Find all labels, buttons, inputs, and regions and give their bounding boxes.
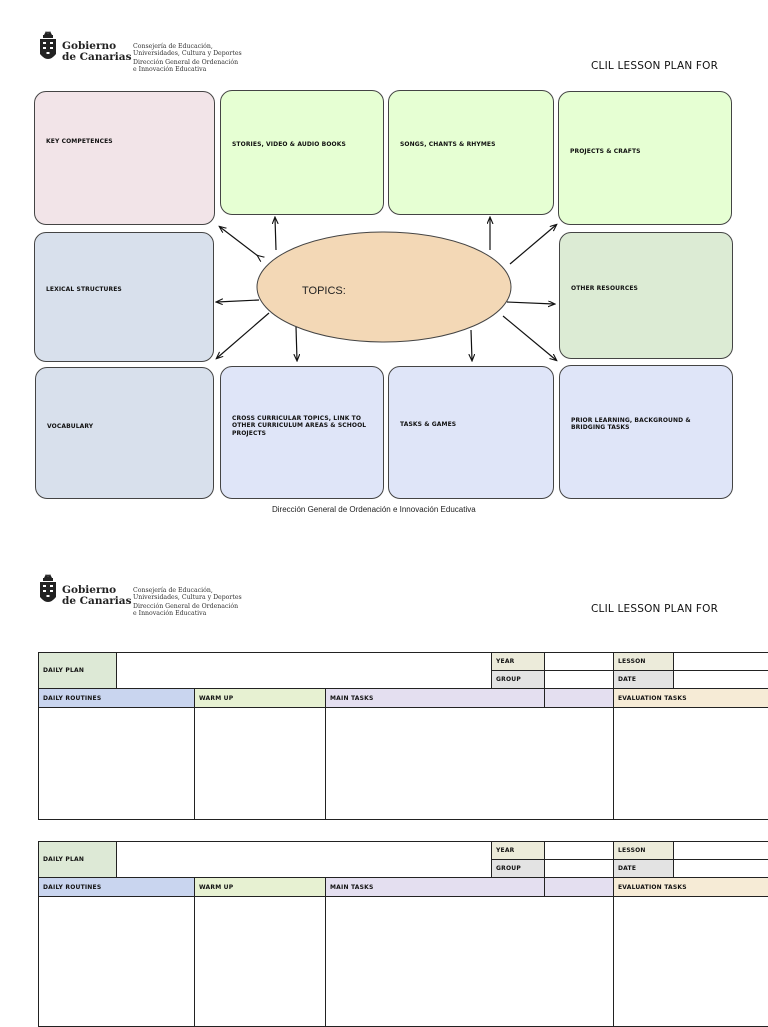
warm-up-header: WARM UP xyxy=(195,878,326,897)
arrow-stories xyxy=(275,218,276,250)
date-label: DATE xyxy=(614,860,674,878)
year-field[interactable] xyxy=(545,842,614,860)
arrow-lexical xyxy=(217,300,259,302)
lesson-field[interactable] xyxy=(674,653,768,671)
arrow-other-resources xyxy=(507,302,554,304)
year-field[interactable] xyxy=(545,653,614,671)
daily-plan-table: DAILY PLAN YEAR LESSON GROUP DATE DAILY … xyxy=(38,841,768,1027)
daily-routines-header: DAILY ROUTINES xyxy=(39,878,195,897)
gov-name-line2: de Canarias xyxy=(62,596,132,607)
date-field[interactable] xyxy=(674,860,768,878)
daily-plan-field[interactable] xyxy=(117,653,492,689)
warm-up-header: WARM UP xyxy=(195,689,326,708)
lesson-field[interactable] xyxy=(674,842,768,860)
arrow-vocabulary xyxy=(217,313,269,358)
arrow-tasks-games xyxy=(471,330,472,360)
main-tasks-header-cont xyxy=(545,878,614,897)
coat-of-arms-icon xyxy=(37,573,59,609)
topics-label: TOPICS: xyxy=(302,285,346,297)
dept-line4: e Innovación Educativa xyxy=(133,610,206,617)
lesson-label: LESSON xyxy=(614,842,674,860)
arrow-cross-curricular xyxy=(296,327,297,360)
arrow-prior-learning xyxy=(503,316,556,360)
mindmap-connectors xyxy=(0,0,768,520)
arrow-key-competences xyxy=(220,227,258,256)
dept-line2: Universidades, Cultura y Deportes xyxy=(133,594,242,601)
page-title: CLIL LESSON PLAN FOR xyxy=(591,603,718,615)
group-label: GROUP xyxy=(492,860,545,878)
daily-plan-field[interactable] xyxy=(117,842,492,878)
daily-plan-label: DAILY PLAN xyxy=(39,653,117,689)
group-label: GROUP xyxy=(492,671,545,689)
date-field[interactable] xyxy=(674,671,768,689)
daily-routines-field[interactable] xyxy=(39,897,195,1027)
group-field[interactable] xyxy=(545,860,614,878)
warm-up-field[interactable] xyxy=(195,708,326,820)
group-field[interactable] xyxy=(545,671,614,689)
arrow-projects xyxy=(510,225,556,264)
date-label: DATE xyxy=(614,671,674,689)
main-tasks-header-cont xyxy=(545,689,614,708)
main-tasks-field[interactable] xyxy=(326,708,614,820)
main-tasks-header: MAIN TASKS xyxy=(326,689,545,708)
daily-routines-header: DAILY ROUTINES xyxy=(39,689,195,708)
mindmap-footer: Dirección General de Ordenación e Innova… xyxy=(272,505,476,514)
topics-ellipse xyxy=(257,232,511,342)
year-label: YEAR xyxy=(492,653,545,671)
warm-up-field[interactable] xyxy=(195,897,326,1027)
lesson-label: LESSON xyxy=(614,653,674,671)
evaluation-tasks-header: EVALUATION TASKS xyxy=(614,689,768,708)
evaluation-tasks-field[interactable] xyxy=(614,897,768,1027)
evaluation-tasks-field[interactable] xyxy=(614,708,768,820)
daily-routines-field[interactable] xyxy=(39,708,195,820)
main-tasks-field[interactable] xyxy=(326,897,614,1027)
main-tasks-header: MAIN TASKS xyxy=(326,878,545,897)
daily-plan-table: DAILY PLAN YEAR LESSON GROUP DATE DAILY … xyxy=(38,652,768,820)
evaluation-tasks-header: EVALUATION TASKS xyxy=(614,878,768,897)
year-label: YEAR xyxy=(492,842,545,860)
daily-plan-label: DAILY PLAN xyxy=(39,842,117,878)
